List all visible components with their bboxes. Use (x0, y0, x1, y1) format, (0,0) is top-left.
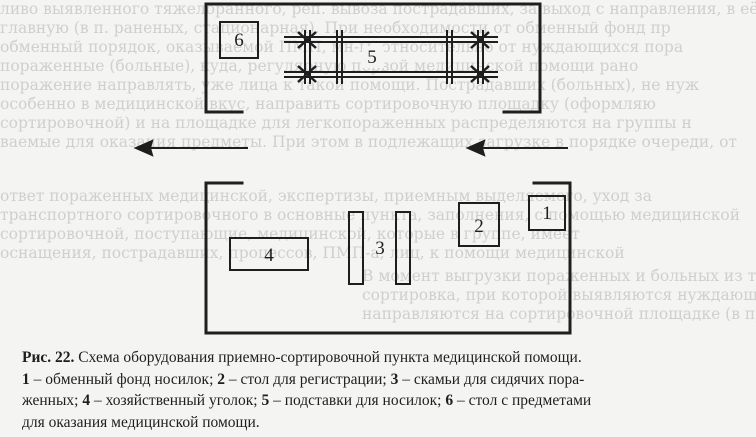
supplies-table (219, 21, 259, 59)
scheme-diagram: 6 5 4 3 2 1 (133, 2, 572, 335)
legend-text: – обменный фонд носилок; (29, 370, 218, 388)
label-stretcher-stands: 5 (367, 47, 377, 68)
legend-text: – подставки для носилок; (269, 392, 446, 409)
bg-line: поражение направлять, уже лица к такой п… (0, 76, 700, 94)
legend-num: 2 (217, 370, 225, 388)
caption-line-2: 1 – обменный фонд носилок; 2 – стол для … (22, 369, 750, 391)
bench (395, 211, 411, 285)
label-registration-table: 2 (474, 216, 484, 237)
label-exchange-fund: 1 (542, 203, 552, 224)
figure-caption: Рис. 22. Схема оборудования приемно-сорт… (22, 347, 750, 433)
caption-line-1: Рис. 22. Схема оборудования приемно-сорт… (22, 347, 750, 369)
legend-text: женных; (22, 392, 83, 409)
label-supplies-table: 6 (234, 30, 244, 51)
legend-text: – стол с предметами (453, 392, 592, 409)
caption-line-3: женных; 4 – хозяйственный уголок; 5 – по… (22, 390, 750, 412)
bg-line: сортировочной, поступающие, медицинской,… (0, 225, 580, 243)
stretcher-stands (284, 30, 498, 84)
bg-line: направляются на сортировочной площадке (… (362, 305, 756, 323)
bg-line: ливо выявленного тяжелоранного, реп. выв… (0, 0, 756, 18)
utility-corner (229, 237, 309, 271)
label-utility-corner: 4 (264, 245, 274, 266)
lower-room-wall (204, 181, 572, 335)
figure-label: Рис. 22. (22, 349, 75, 366)
bg-line: В момент выгрузки пораженных и больных и… (362, 267, 756, 285)
legend-num: 5 (261, 392, 270, 409)
bg-line: главную (в п. раненых, стационарная). Пр… (0, 19, 671, 37)
legend-num: 6 (445, 392, 454, 409)
arrow-right-head (465, 139, 486, 157)
figure-title: Схема оборудования приемно-сортировочной… (74, 349, 582, 366)
registration-table (458, 202, 500, 247)
exchange-fund (528, 195, 566, 231)
legend-num: 4 (82, 392, 91, 409)
bg-line: оснащения, пострадавших, процессов, ПМП-… (0, 244, 625, 262)
bg-line: сортировка, при которой выявляются нужда… (362, 286, 756, 304)
bg-line: ваемые для оказания предметы. При этом в… (0, 133, 737, 151)
bench (348, 211, 364, 285)
label-benches: 3 (375, 238, 385, 259)
bg-line: транспортного сортировочного в основные … (0, 206, 741, 224)
caption-line-4: для оказания медицинской помощи. (22, 413, 260, 431)
legend-text: – стол для регистрации; (225, 370, 391, 388)
bg-line: сортировочной) и на площадке для легкопо… (0, 114, 692, 132)
label-backdrop (362, 46, 384, 68)
legend-text: – скамьи для сидячих пора- (398, 370, 585, 388)
legend-text: – хозяйственный уголок; (90, 392, 262, 409)
bg-line: ответ пораженных медицинской, экспертизы… (0, 187, 652, 205)
legend-num: 3 (390, 370, 399, 388)
upper-room-wall (204, 2, 542, 114)
legend-num: 1 (22, 370, 30, 388)
arrow-left-head (133, 139, 154, 157)
bg-line: особенно в медицинской вкус, направить с… (0, 95, 656, 113)
